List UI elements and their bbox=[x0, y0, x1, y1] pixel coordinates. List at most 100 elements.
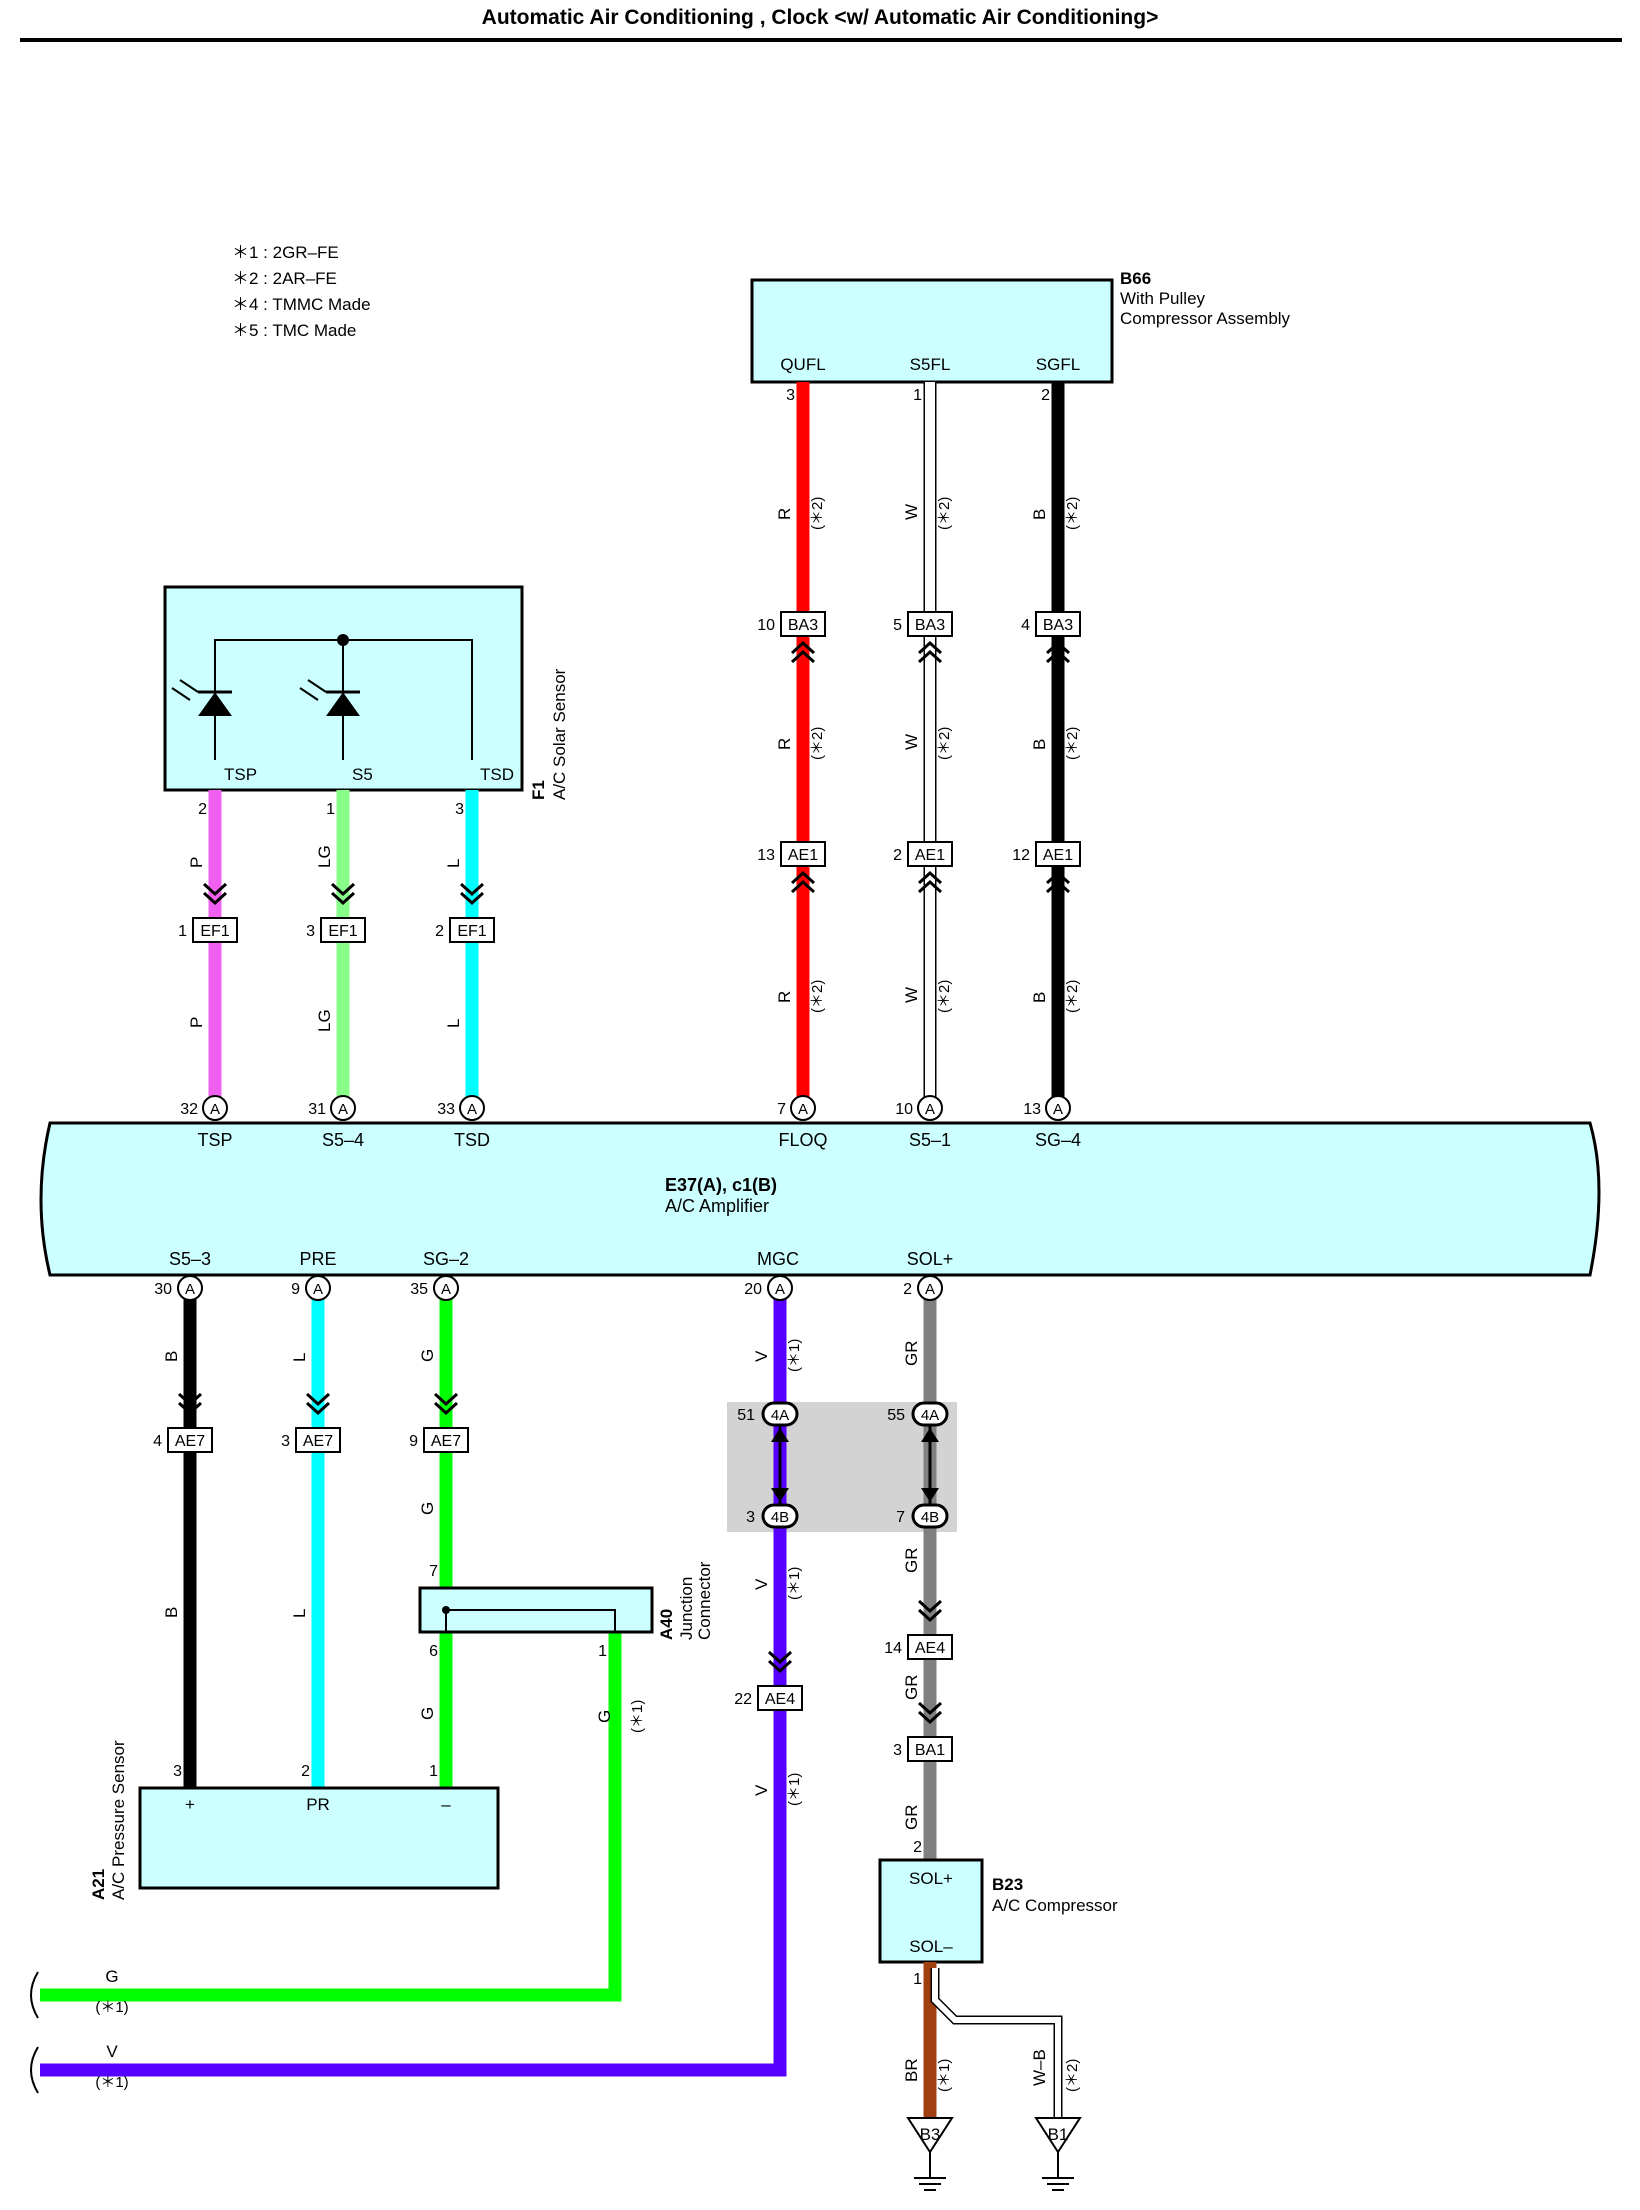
connector-ef1: EF1 EF1 EF1 1 3 2 bbox=[178, 882, 495, 943]
note-4: ＊5 : TMC Made bbox=[232, 321, 356, 340]
diagram-label: GR bbox=[902, 1675, 921, 1701]
pin-num: 2 bbox=[1041, 387, 1050, 404]
diagram-label: 1 bbox=[429, 1763, 438, 1780]
note-2: ＊2 : 2AR–FE bbox=[232, 269, 337, 288]
diagram-label: 2 bbox=[301, 1763, 310, 1780]
diagram-label: A bbox=[798, 1101, 808, 1118]
notes-legend: ＊1 : 2GR–FE ＊2 : 2AR–FE ＊4 : TMMC Made ＊… bbox=[232, 243, 371, 340]
diagram-label: 9 bbox=[409, 1433, 418, 1450]
page-title: Automatic Air Conditioning , Clock <w/ A… bbox=[481, 6, 1159, 29]
pin-label-sgfl: SGFL bbox=[1036, 355, 1080, 374]
light-arrows-icon bbox=[171, 679, 327, 701]
diagram-label: 10 bbox=[895, 1101, 913, 1118]
diagram-label: A bbox=[313, 1281, 323, 1298]
wire-label-g-left: G bbox=[105, 1967, 118, 1986]
amp-pin-s5-3: S5–3 bbox=[169, 1249, 211, 1269]
amp-pin-mgc: MGC bbox=[757, 1249, 799, 1269]
diagram-label: (＊1) bbox=[936, 2059, 953, 2092]
diagram-label: AE1 bbox=[915, 847, 945, 864]
diagram-label: 2 bbox=[435, 923, 444, 940]
diagram-label: 30 bbox=[154, 1281, 172, 1298]
diagram-label: BA1 bbox=[915, 1742, 945, 1759]
diagram-label: BA3 bbox=[915, 617, 945, 634]
diagram-label: BA3 bbox=[1043, 617, 1073, 634]
diagram-label: B3 bbox=[920, 2125, 941, 2144]
diagram-label: B bbox=[1030, 509, 1049, 520]
diagram-label: 2 bbox=[913, 1839, 922, 1856]
diagram-label: 1 bbox=[178, 923, 187, 940]
ground-b3-icon: B3 bbox=[907, 2117, 953, 2191]
diagram-label: V bbox=[752, 1350, 771, 1362]
diagram-label: L bbox=[290, 1353, 309, 1362]
compressor-assembly-name-1: With Pulley bbox=[1120, 289, 1206, 308]
pressure-sensor-code: A21 bbox=[89, 1869, 108, 1900]
solar-sensor-code: F1 bbox=[529, 780, 548, 800]
diagram-label: (＊1) bbox=[786, 1339, 803, 1372]
diagram-label: 4B bbox=[771, 1509, 789, 1526]
junction-code: A40 bbox=[657, 1609, 676, 1640]
diagram-label: B bbox=[1030, 992, 1049, 1003]
diagram-label: AE1 bbox=[788, 847, 818, 864]
diagram-label: 31 bbox=[308, 1101, 326, 1118]
pin-label-pr: PR bbox=[306, 1795, 330, 1814]
pin-label-s5: S5 bbox=[352, 765, 373, 784]
diagram-label: AE7 bbox=[431, 1433, 461, 1450]
diagram-label: 12 bbox=[1012, 847, 1030, 864]
diagram-label: W bbox=[902, 987, 921, 1003]
connector-ba3: BA3 BA3 BA3 10 5 4 bbox=[757, 611, 1081, 664]
diagram-label: 3 bbox=[306, 923, 315, 940]
diagram-label: G bbox=[418, 1349, 437, 1362]
diagram-label: B bbox=[162, 1351, 181, 1362]
diagram-label: AE4 bbox=[765, 1691, 795, 1708]
diagram-label: 51 bbox=[737, 1407, 755, 1424]
diagram-label: GR bbox=[902, 1341, 921, 1367]
amplifier-name: A/C Amplifier bbox=[665, 1196, 769, 1216]
diagram-label: 7 bbox=[896, 1509, 905, 1526]
diagram-label: 4A bbox=[921, 1407, 939, 1424]
diagram-label: W–B bbox=[1030, 2049, 1049, 2086]
diagram-label: BA3 bbox=[788, 617, 818, 634]
diagram-label: (＊2) bbox=[936, 727, 953, 760]
diagram-label: 7 bbox=[777, 1101, 786, 1118]
compressor-assembly-code: B66 bbox=[1120, 269, 1151, 288]
diagram-label: 2 bbox=[198, 801, 207, 818]
diagram-label: 1 bbox=[326, 801, 335, 818]
note-1: ＊1 : 2GR–FE bbox=[232, 243, 339, 262]
junction-4a-4b: 4A 4A 4B 4B 51 55 3 7 bbox=[737, 1401, 949, 1529]
diagram-label: (＊2) bbox=[1064, 980, 1081, 1013]
diagram-label: (＊2) bbox=[809, 980, 826, 1013]
diagram-label: (＊2) bbox=[1064, 497, 1081, 530]
diagram-label: A bbox=[925, 1101, 935, 1118]
amp-pin-tsp: TSP bbox=[197, 1130, 232, 1150]
diagram-label: W bbox=[902, 504, 921, 520]
diagram-label: G bbox=[418, 1707, 437, 1720]
diagram-label: 9 bbox=[291, 1281, 300, 1298]
diagram-label: GR bbox=[902, 1805, 921, 1831]
diagram-label: 32 bbox=[180, 1101, 198, 1118]
pin-label-sol-minus: SOL– bbox=[909, 1937, 953, 1956]
diagram-label: (＊1) bbox=[95, 2074, 128, 2091]
diagram-label: 3 bbox=[455, 801, 464, 818]
diagram-label: (＊2) bbox=[1064, 727, 1081, 760]
diagram-label: 4 bbox=[153, 1433, 162, 1450]
diagram-label: V bbox=[752, 1578, 771, 1590]
diagram-label: GR bbox=[902, 1548, 921, 1574]
diagram-label: A bbox=[441, 1281, 451, 1298]
pin-num: 3 bbox=[786, 387, 795, 404]
diagram-label: 20 bbox=[744, 1281, 762, 1298]
amplifier-code: E37(A), c1(B) bbox=[665, 1175, 777, 1195]
wire-g-junction-out bbox=[40, 1632, 622, 2002]
pin-label-tsp: TSP bbox=[224, 765, 257, 784]
diagram-label: EF1 bbox=[200, 923, 229, 940]
solar-sensor-name: A/C Solar Sensor bbox=[550, 668, 569, 800]
ac-compressor-box bbox=[878, 1858, 984, 1964]
diagram-label: EF1 bbox=[457, 923, 486, 940]
ground-b1-icon: B1 bbox=[1035, 2117, 1081, 2191]
amp-pin-pre: PRE bbox=[299, 1249, 336, 1269]
compressor-assembly-name-2: Compressor Assembly bbox=[1120, 309, 1291, 328]
diagram-label: 3 bbox=[893, 1742, 902, 1759]
diagram-label: G bbox=[418, 1502, 437, 1515]
diagram-label: 35 bbox=[410, 1281, 428, 1298]
